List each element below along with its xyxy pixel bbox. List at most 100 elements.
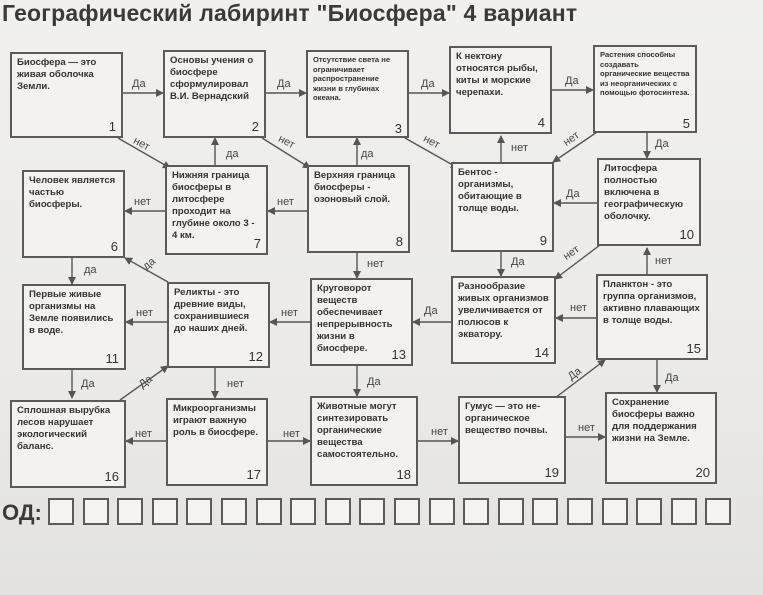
statement-text: Реликты - это древние виды, сохранившиес… [174, 287, 250, 334]
statement-box-11: Первые живые организмы на Земле появилис… [22, 284, 126, 370]
statement-box-14: Разнообразие живых организмов увеличивае… [451, 276, 556, 364]
statement-number: 13 [391, 347, 406, 362]
arrow-12-6 [124, 257, 169, 283]
label-no: нет [136, 307, 153, 319]
statement-number: 12 [248, 349, 263, 364]
statement-box-10: Литосфера полностью включена в географич… [597, 158, 701, 246]
answer-code-cell[interactable] [670, 498, 697, 525]
statement-text: Человек является частью биосферы. [29, 175, 116, 210]
statement-box-6: Человек является частью биосферы. 6 [22, 170, 125, 258]
statement-number: 9 [539, 233, 547, 248]
statement-text: Круговорот веществ обеспечивает непрерыв… [317, 283, 393, 354]
label-yes: Да [81, 378, 95, 390]
statement-text: Отсутствие света не ограничивает распрос… [313, 55, 391, 102]
statement-text: К нектону относятся рыбы, киты и морские… [456, 51, 538, 98]
statement-text: Первые живые организмы на Земле появилис… [29, 289, 114, 336]
answer-code-cell[interactable] [255, 498, 282, 525]
statement-number: 7 [253, 236, 261, 251]
label-yes: Да [424, 305, 438, 317]
statement-box-20: Сохранение биосферы важно для поддержани… [605, 392, 717, 484]
statement-text: Нижняя граница биосферы в литосфере прох… [172, 170, 255, 241]
answer-code-cell[interactable] [359, 498, 386, 525]
statement-box-8: Верхняя граница биосферы - озоновый слой… [307, 165, 410, 253]
statement-number: 8 [395, 234, 403, 249]
arrow-5-9 [552, 129, 601, 163]
statement-box-12: Реликты - это древние виды, сохранившиес… [167, 282, 270, 368]
arrow-1-7 [117, 137, 171, 169]
statement-text: Планктон - это группа организмов, активн… [603, 279, 700, 326]
statement-text: Литосфера полностью включена в географич… [604, 163, 684, 222]
statement-number: 5 [682, 115, 690, 131]
statement-text: Гумус — это не-органическое вещество поч… [465, 401, 548, 436]
statement-box-7: Нижняя граница биосферы в литосфере прох… [165, 165, 268, 255]
answer-code-cell[interactable] [290, 498, 317, 525]
statement-box-3: Отсутствие света не ограничивает распрос… [306, 50, 409, 138]
label-yes: Да [277, 78, 291, 90]
answer-code-cell[interactable] [636, 498, 663, 525]
statement-box-9: Бентос - организмы, обитающие в толще во… [451, 162, 554, 252]
statement-number: 18 [396, 467, 411, 482]
answer-code-cell[interactable] [117, 498, 144, 525]
statement-text: Основы учения о биосфере сформулировал В… [170, 55, 254, 102]
answer-code-cell[interactable] [324, 498, 351, 525]
statement-box-2: Основы учения о биосфере сформулировал В… [163, 50, 266, 138]
statement-text: Растения способны создавать органические… [600, 50, 690, 97]
statement-text: Разнообразие живых организмов увеличивае… [458, 281, 549, 340]
statement-text: Верхняя граница биосферы - озоновый слой… [314, 170, 396, 205]
arrow-10-14 [554, 244, 601, 280]
statement-number: 6 [110, 239, 118, 254]
statement-text: Биосфера — это живая оболочка Земли. [17, 57, 97, 92]
answer-code-cell[interactable] [82, 498, 109, 525]
statement-number: 10 [679, 227, 694, 242]
statement-number: 17 [246, 467, 261, 482]
answer-code-cell[interactable] [151, 498, 178, 525]
answer-code-label: ОД: [2, 500, 42, 525]
label-yes: Да [511, 256, 525, 268]
label-no: нет [570, 302, 587, 314]
label-yes: да [226, 148, 239, 160]
statement-number: 2 [251, 119, 259, 134]
statement-number: 11 [105, 351, 120, 366]
statement-number: 16 [104, 469, 119, 484]
label-yes: Да [367, 376, 381, 388]
answer-code-cell[interactable] [601, 498, 628, 525]
statement-box-4: К нектону относятся рыбы, киты и морские… [449, 46, 552, 134]
statement-number: 3 [394, 120, 402, 136]
label-yes: Да [421, 78, 435, 90]
label-yes: Да [132, 78, 146, 90]
answer-code-cell[interactable] [186, 498, 213, 525]
label-yes: Да [566, 188, 580, 200]
answer-code-cell[interactable] [221, 498, 247, 525]
label-no: нет [135, 428, 152, 440]
statement-box-17: Микроорганизмы играют важную роль в биос… [166, 398, 268, 486]
answer-code-cell[interactable] [463, 498, 490, 525]
statement-text: Бентос - организмы, обитающие в толще во… [458, 167, 522, 214]
statement-number: 1 [108, 119, 116, 134]
arrow-2-8 [261, 137, 311, 169]
statement-number: 4 [537, 115, 545, 130]
statement-box-1: Биосфера — это живая оболочка Земли. 1 [10, 52, 123, 138]
arrow-16-12 [119, 365, 169, 401]
answer-code-cell[interactable] [532, 498, 559, 525]
statement-text: Сохранение биосферы важно для поддержани… [612, 397, 697, 444]
answer-code-cell[interactable] [394, 498, 420, 525]
statement-number: 20 [695, 465, 710, 480]
statement-box-16: Сплошная вырубка лесов нарушает экологич… [10, 400, 126, 488]
label-yes: да [84, 264, 97, 276]
statement-box-15: Планктон - это группа организмов, активн… [596, 274, 708, 360]
arrow-3-9 [404, 137, 459, 169]
label-no: нет [511, 142, 528, 154]
statement-text: Микроорганизмы играют важную роль в биос… [173, 403, 259, 438]
answer-code-cell[interactable] [567, 498, 593, 525]
statement-number: 19 [544, 465, 559, 480]
answer-code-cell[interactable] [48, 498, 74, 525]
label-no: нет [281, 307, 298, 319]
answer-code-cell[interactable] [497, 498, 524, 525]
label-no: нет [283, 428, 300, 440]
label-yes: Да [665, 372, 679, 384]
page-title: Географический лабиринт "Биосфера" 4 вар… [2, 0, 578, 26]
answer-code-cell[interactable] [705, 498, 732, 525]
statement-number: 14 [534, 345, 549, 360]
answer-code-cell[interactable] [428, 498, 455, 525]
